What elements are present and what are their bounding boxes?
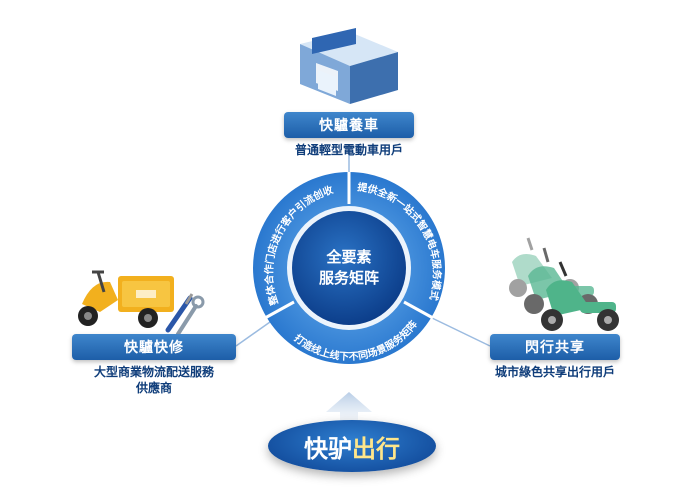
store-building-icon bbox=[300, 28, 398, 104]
top-node-title: 快驢養車 bbox=[284, 112, 414, 138]
brand-name-part2: 出行 bbox=[352, 434, 400, 463]
ring-separator-right bbox=[403, 300, 434, 320]
connector-right bbox=[431, 317, 491, 347]
left-node-desc-line2: 供應商 bbox=[135, 381, 172, 395]
top-node-desc: 普通輕型電動車用戶 bbox=[294, 143, 403, 157]
ring-separator-left bbox=[264, 300, 295, 320]
shared-scooters-icon bbox=[509, 237, 619, 331]
center-title-line2: 服务矩阵 bbox=[319, 269, 379, 287]
center-circle bbox=[292, 211, 406, 325]
wrench-screwdriver-icon bbox=[165, 293, 205, 336]
up-arrow-icon bbox=[326, 392, 372, 440]
brand-logo: 快驴出行 bbox=[268, 420, 436, 472]
center-title-line1: 全要素 bbox=[325, 248, 371, 266]
delivery-tricycle-icon bbox=[78, 270, 174, 328]
connector-left bbox=[235, 321, 271, 347]
left-node-desc-line1: 大型商業物流配送服務 bbox=[93, 365, 214, 379]
brand-name-part1: 快驴 bbox=[304, 434, 352, 463]
right-node-title: 閃行共享 bbox=[490, 334, 620, 360]
right-node-desc: 城市綠色共享出行用戶 bbox=[494, 365, 615, 379]
left-node-desc: 大型商業物流配送服務 供應商 bbox=[62, 364, 246, 396]
left-node-title: 快驢快修 bbox=[72, 334, 236, 360]
